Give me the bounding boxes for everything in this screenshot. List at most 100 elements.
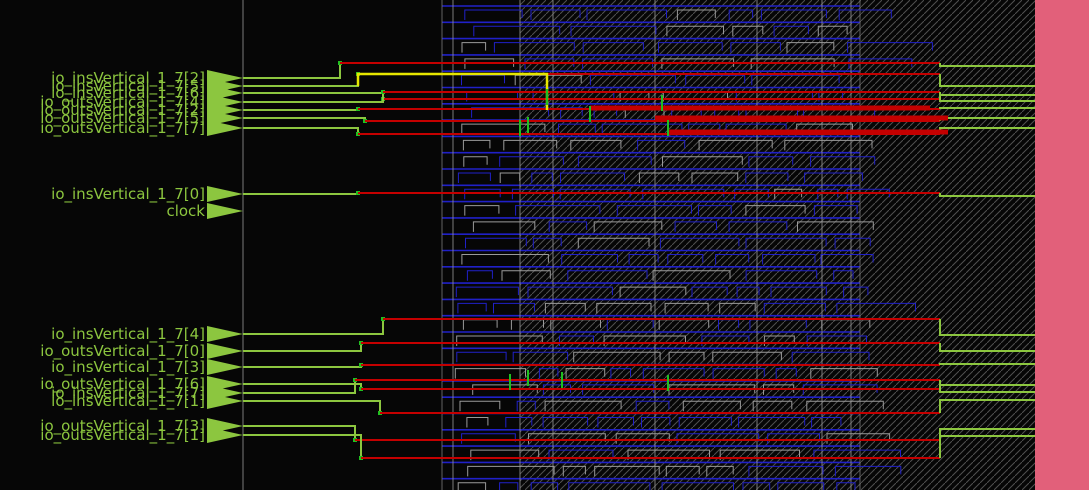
net-stub-left: [243, 380, 356, 394]
io-pins: io_insVertical_1_7[2]io_insVertical_1_7[…: [40, 69, 243, 445]
cell-outline: [473, 25, 561, 37]
cell-outline: [558, 123, 596, 135]
cell-outline: [701, 335, 750, 346]
cell-outline: [834, 237, 871, 249]
cell-outline: [667, 254, 704, 265]
cell-outline: [806, 400, 884, 412]
cell-outline: [836, 302, 916, 314]
cell-outline: [582, 42, 644, 53]
pin-label[interactable]: io_outsVertical_1_7[4]: [40, 93, 205, 112]
pin-label[interactable]: io_outsVertical_1_7[1]: [40, 426, 205, 445]
cell-outline: [627, 449, 710, 461]
cell-outline: [464, 9, 523, 20]
cell-outline: [457, 302, 487, 314]
cell-outline: [745, 237, 827, 249]
net-stub-right: [939, 74, 1035, 87]
pin-label[interactable]: clock: [166, 202, 205, 220]
pin-label[interactable]: io_insVertical_1_7[7]: [51, 384, 205, 403]
cell-outline: [548, 221, 588, 232]
cell-outline: [597, 417, 634, 428]
cell-outline: [472, 221, 536, 232]
cell-outline: [548, 449, 614, 461]
cell-outline: [471, 107, 550, 118]
cell-outline: [728, 221, 788, 232]
cell-outline: [712, 368, 765, 379]
cell-outline: [463, 156, 488, 167]
net-stub-left: [243, 343, 362, 352]
pin-label[interactable]: io_insVertical_1_7[1]: [51, 392, 205, 411]
cell-outline: [501, 270, 551, 281]
cell-outline: [668, 351, 705, 363]
cell-outline: [467, 465, 555, 477]
cell-outline: [763, 335, 795, 346]
cell-outline: [719, 302, 756, 314]
cell-outline: [786, 42, 835, 53]
cell-outline: [455, 286, 519, 298]
cell-outline: [466, 417, 489, 428]
pin-label[interactable]: io_outsVertical_1_7[3]: [40, 417, 205, 436]
pin-label[interactable]: io_insVertical_1_7[5]: [51, 77, 205, 96]
cell-outline: [462, 139, 491, 151]
cell-outline: [674, 221, 717, 232]
cell-outline: [691, 172, 739, 183]
cell-outline: [676, 9, 716, 20]
pin-arrow-icon: [207, 427, 243, 443]
cell-outline: [738, 417, 806, 428]
core-hatch-area: [520, 0, 860, 490]
cell-outline: [676, 433, 760, 444]
cell-outline: [843, 286, 869, 298]
pin-label[interactable]: io_outsVertical_1_7[7]: [40, 119, 205, 138]
pin-arrow-icon: [207, 326, 243, 342]
cell-outline: [652, 270, 731, 281]
cell-outline: [512, 351, 569, 363]
cell-outline: [796, 123, 853, 135]
cell-outline: [659, 237, 740, 249]
cell-outline: [706, 465, 734, 477]
pin-label[interactable]: io_outsVertical_1_7[2]: [40, 101, 205, 120]
cell-outline: [577, 156, 652, 167]
pin-arrow-icon: [207, 120, 243, 136]
cell-outline: [505, 417, 533, 428]
cell-outline: [465, 237, 527, 249]
pin-label[interactable]: io_outsVertical_1_7[5]: [40, 109, 205, 128]
cell-outline: [601, 123, 683, 135]
pin-label[interactable]: io_outsVertical_1_7[0]: [40, 342, 205, 361]
cell-outline: [662, 156, 743, 167]
pin-label[interactable]: io_outsVertical_1_7[6]: [40, 375, 205, 394]
cell-outline: [806, 335, 867, 346]
cell-outline: [762, 254, 816, 265]
cell-outline: [838, 9, 892, 20]
net-stub-right: [939, 363, 1035, 365]
cell-outline: [775, 368, 797, 379]
cell-outline: [698, 139, 773, 151]
cell-outline: [638, 172, 680, 183]
cell-outline: [628, 254, 659, 265]
pin-label[interactable]: io_insVertical_1_7[2]: [51, 69, 205, 88]
cell-outline: [834, 465, 902, 477]
net-stub-right: [939, 380, 1035, 393]
pin-label[interactable]: io_insVertical_1_7[3]: [51, 358, 205, 377]
pin-label[interactable]: io_insVertical_1_7[4]: [51, 325, 205, 344]
cell-outline: [561, 254, 618, 265]
net-stub-right: [939, 343, 1035, 352]
cell-outline: [456, 335, 543, 346]
pin-arrow-icon: [207, 343, 243, 359]
cell-outline: [565, 368, 606, 379]
cell-outline: [688, 123, 721, 135]
cell-outline: [745, 205, 806, 216]
pin-label[interactable]: io_insVertical_1_7[6]: [51, 84, 205, 103]
net-stub-right: [939, 399, 1035, 413]
cell-outline: [619, 286, 687, 298]
cell-outline: [811, 417, 842, 428]
cell-outline: [567, 270, 648, 281]
cell-outline: [678, 417, 732, 428]
logic-cells: [454, 9, 933, 490]
cell-outline: [685, 74, 746, 86]
net-stub-right: [939, 435, 1035, 458]
cell-outline: [542, 417, 589, 428]
cell-outline: [461, 123, 546, 135]
cell-outline: [464, 205, 500, 216]
pin-label[interactable]: io_insVertical_1_7[0]: [51, 185, 205, 204]
net-stub-right: [939, 319, 1035, 336]
